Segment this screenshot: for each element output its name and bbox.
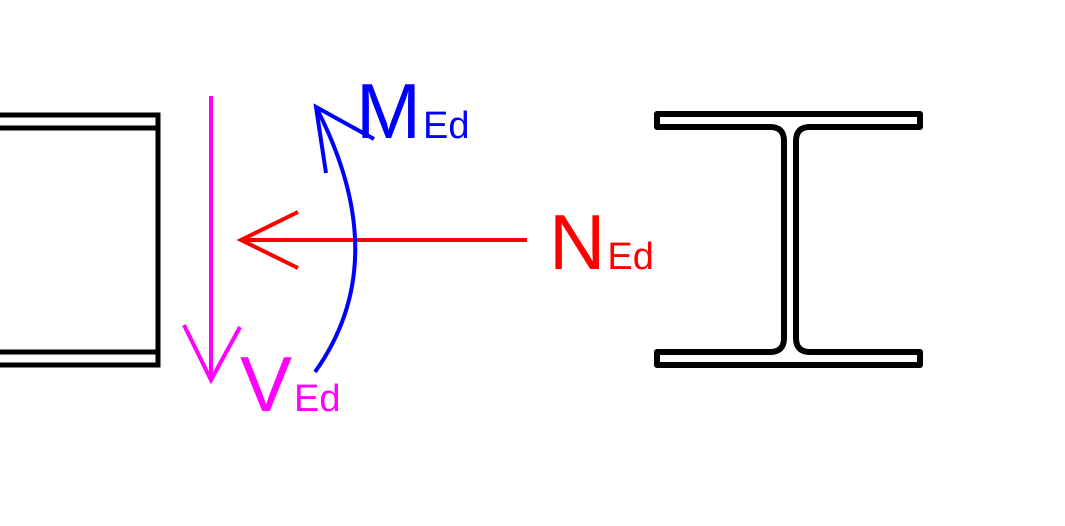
shear-force-arrow [182,96,242,385]
axial-force-arrow [236,210,527,270]
beam-side-view [0,112,161,368]
bending-moment-arrow [313,103,375,374]
i-beam-cross-section [654,111,923,368]
shear-force-label: VEd [240,340,341,428]
axial-force-label: NEd [549,198,654,286]
moment-label: MEd [356,67,469,155]
